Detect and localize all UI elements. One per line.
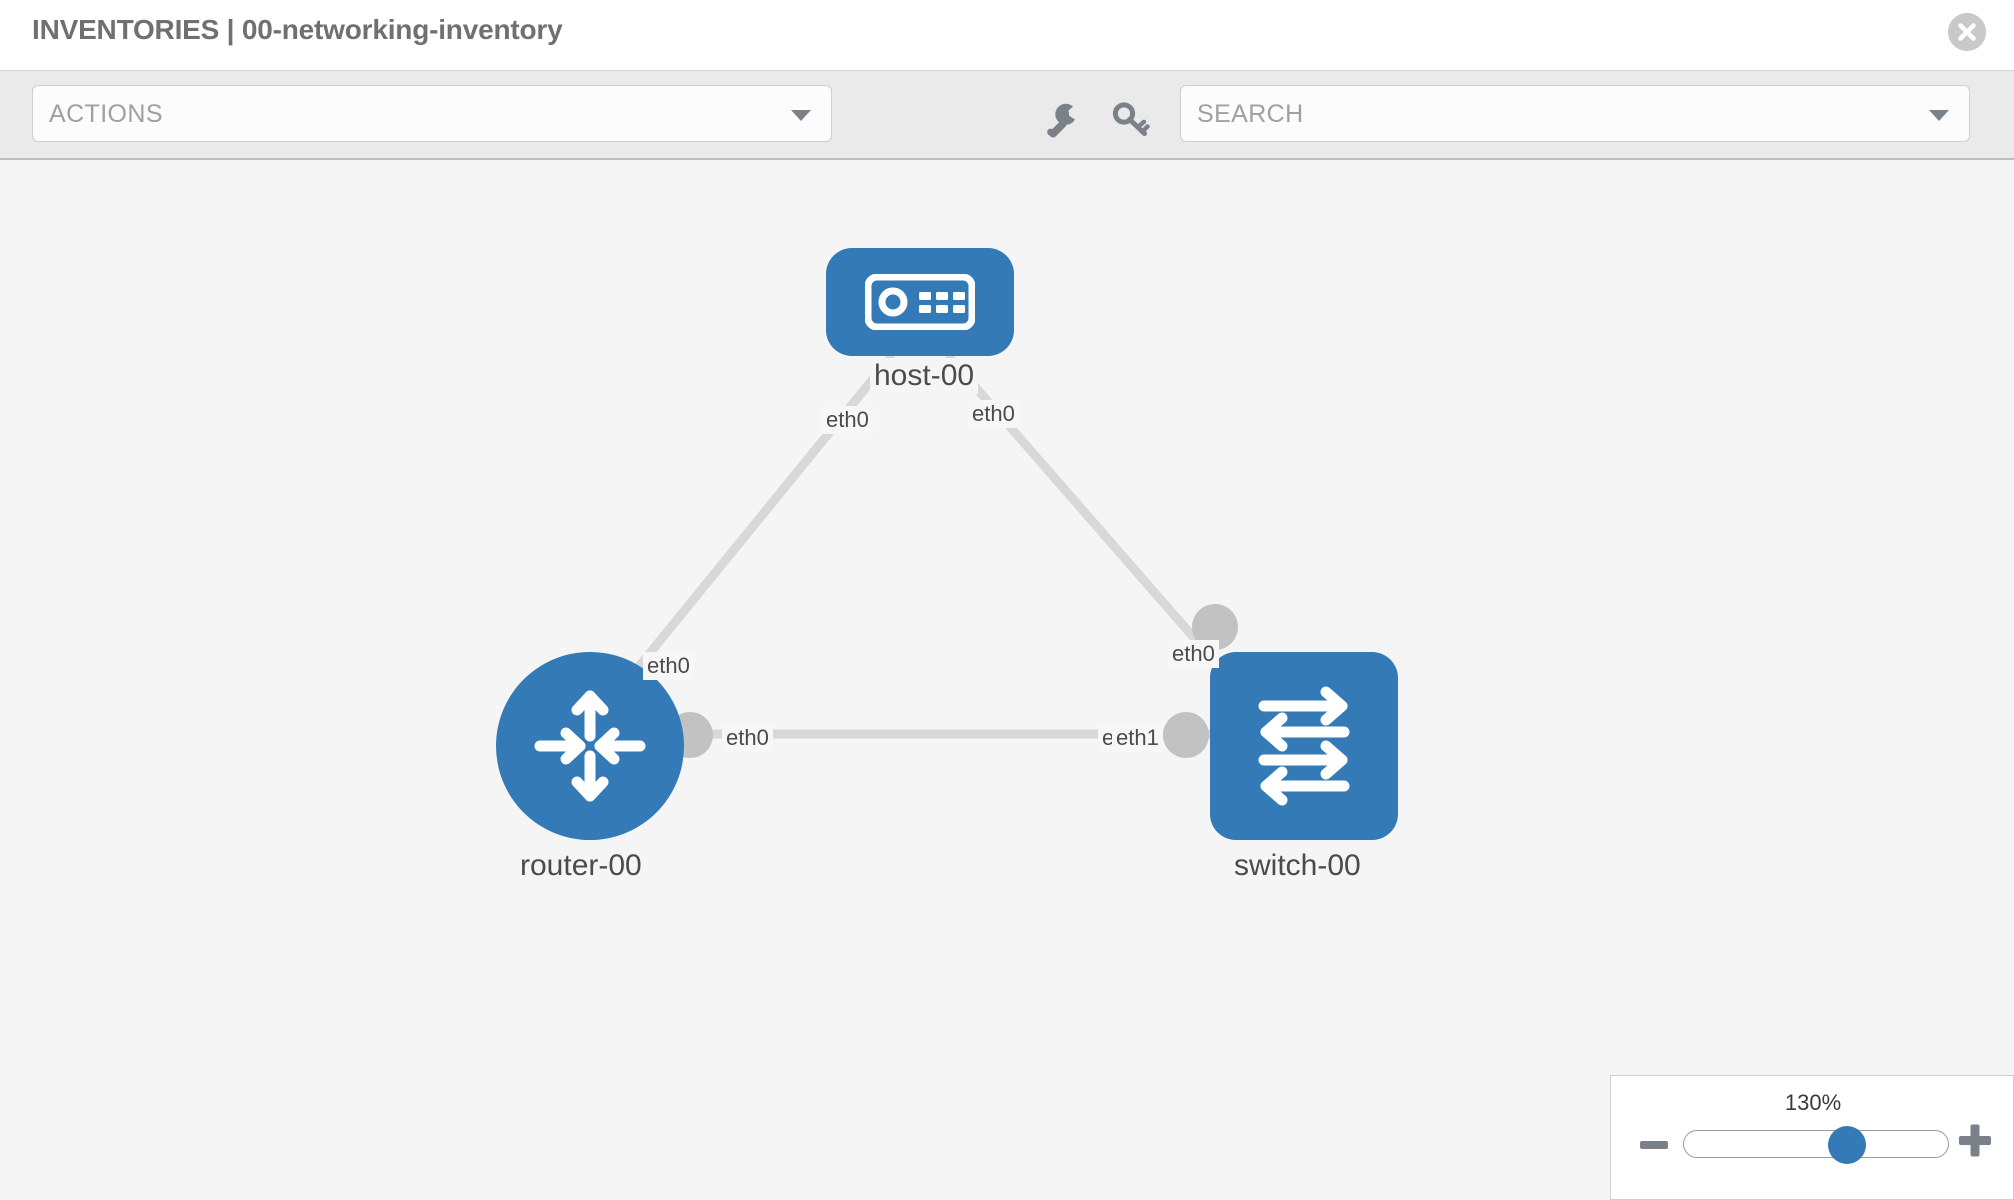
connector-switch-left <box>1163 712 1209 758</box>
toolbar: ACTIONS SEARCH <box>0 70 2014 160</box>
node-label-switch-00: switch-00 <box>1230 848 1365 884</box>
actions-dropdown-label: ACTIONS <box>49 100 163 128</box>
topology-canvas[interactable]: host-00 router-00 <box>0 162 2014 1200</box>
edge-label-host-right: eth0 <box>968 400 1019 428</box>
search-placeholder: SEARCH <box>1197 100 1304 128</box>
switch-icon-container <box>1210 652 1398 840</box>
node-label-router-00: router-00 <box>516 848 646 884</box>
edge-label-switch-up: eth0 <box>1168 640 1219 668</box>
edge-label-host-left: eth0 <box>822 406 873 434</box>
key-icon[interactable] <box>1110 99 1152 141</box>
search-input[interactable]: SEARCH <box>1180 85 1970 142</box>
edge-label-router-up: eth0 <box>643 652 694 680</box>
minus-icon[interactable] <box>1637 1128 1671 1167</box>
page-header: INVENTORIES | 00-networking-inventory <box>0 0 2014 70</box>
host-icon-container <box>826 248 1014 356</box>
router-arrows-icon <box>534 690 646 802</box>
zoom-control-panel: 130% <box>1610 1075 2014 1200</box>
node-label-host-00: host-00 <box>870 358 979 394</box>
actions-dropdown[interactable]: ACTIONS <box>32 85 832 142</box>
router-icon-container <box>496 652 684 840</box>
page-title: INVENTORIES | 00-networking-inventory <box>32 14 563 45</box>
switch-arrows-icon <box>1258 686 1350 806</box>
edge-label-router-right: eth0 <box>722 724 773 752</box>
chevron-down-icon[interactable] <box>1929 110 1949 121</box>
chevron-down-icon <box>791 110 811 121</box>
close-icon[interactable] <box>1948 13 1986 51</box>
server-device-icon <box>865 274 975 330</box>
zoom-level-value: 130% <box>1784 1090 1842 1115</box>
zoom-slider-thumb[interactable] <box>1828 1126 1866 1164</box>
zoom-slider[interactable] <box>1683 1126 1949 1164</box>
wrench-icon[interactable] <box>1041 99 1083 141</box>
edge-label-switch-left: eth1 <box>1112 724 1163 752</box>
plus-icon[interactable] <box>1955 1120 1995 1165</box>
